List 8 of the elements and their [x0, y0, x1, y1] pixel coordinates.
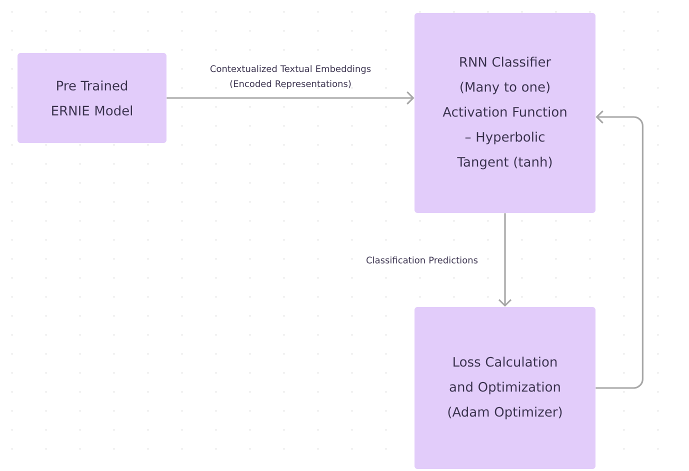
process-box: Loss Calculation and Optimization (Adam Optimizer)	[414, 307, 596, 469]
edge-label: Contextualized Textual Embeddings (Encoded Representations)	[210, 65, 371, 89]
arrow	[166, 91, 414, 105]
edge-label: Classification Predictions	[366, 256, 478, 264]
arrow	[596, 110, 644, 389]
process-box: RNN Classifier (Many to one) Activation Function – Hyperbolic Tangent (tanh)	[414, 13, 596, 213]
arrow	[498, 213, 512, 307]
process-box: Pre Trained ERNIE Model	[18, 53, 166, 143]
